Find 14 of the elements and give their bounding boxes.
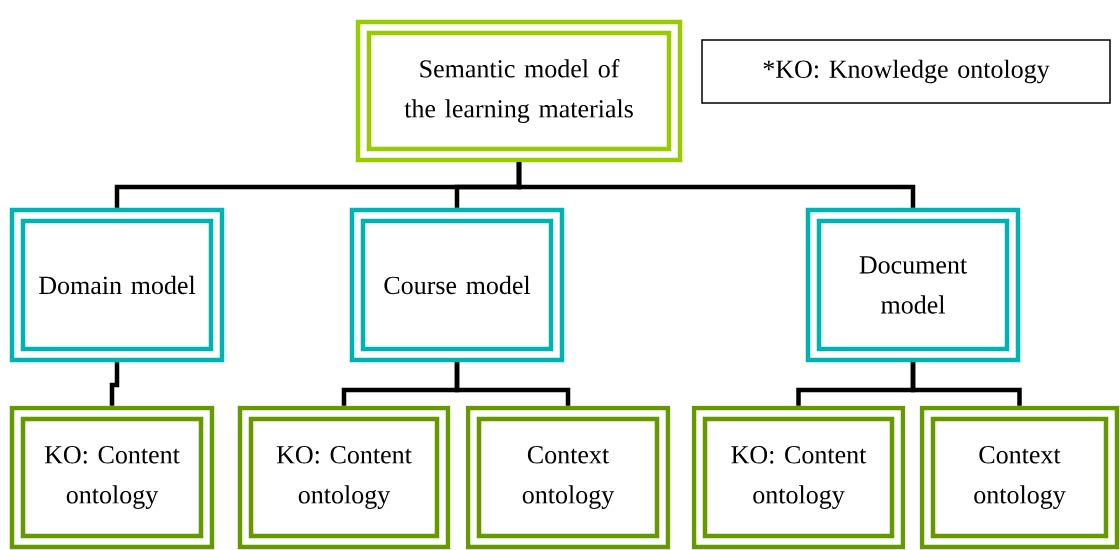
model-box: KO: Content ontology [691, 405, 906, 550]
model-box: Document model [805, 207, 1021, 363]
model-box: Context ontology [919, 405, 1120, 550]
connector-line [910, 362, 1022, 406]
connector-line [109, 362, 120, 406]
model-box: Semantic model of the learning materials [355, 19, 683, 163]
connector-line [516, 162, 916, 208]
model-box: KO: Content ontology [237, 405, 451, 550]
note-box: *KO: Knowledge ontology [701, 39, 1111, 104]
connector-line [454, 362, 571, 406]
model-box: Domain model [9, 207, 225, 363]
model-box: Course model [349, 207, 565, 363]
model-box: KO: Content ontology [9, 405, 215, 550]
model-box: Context ontology [465, 405, 671, 550]
